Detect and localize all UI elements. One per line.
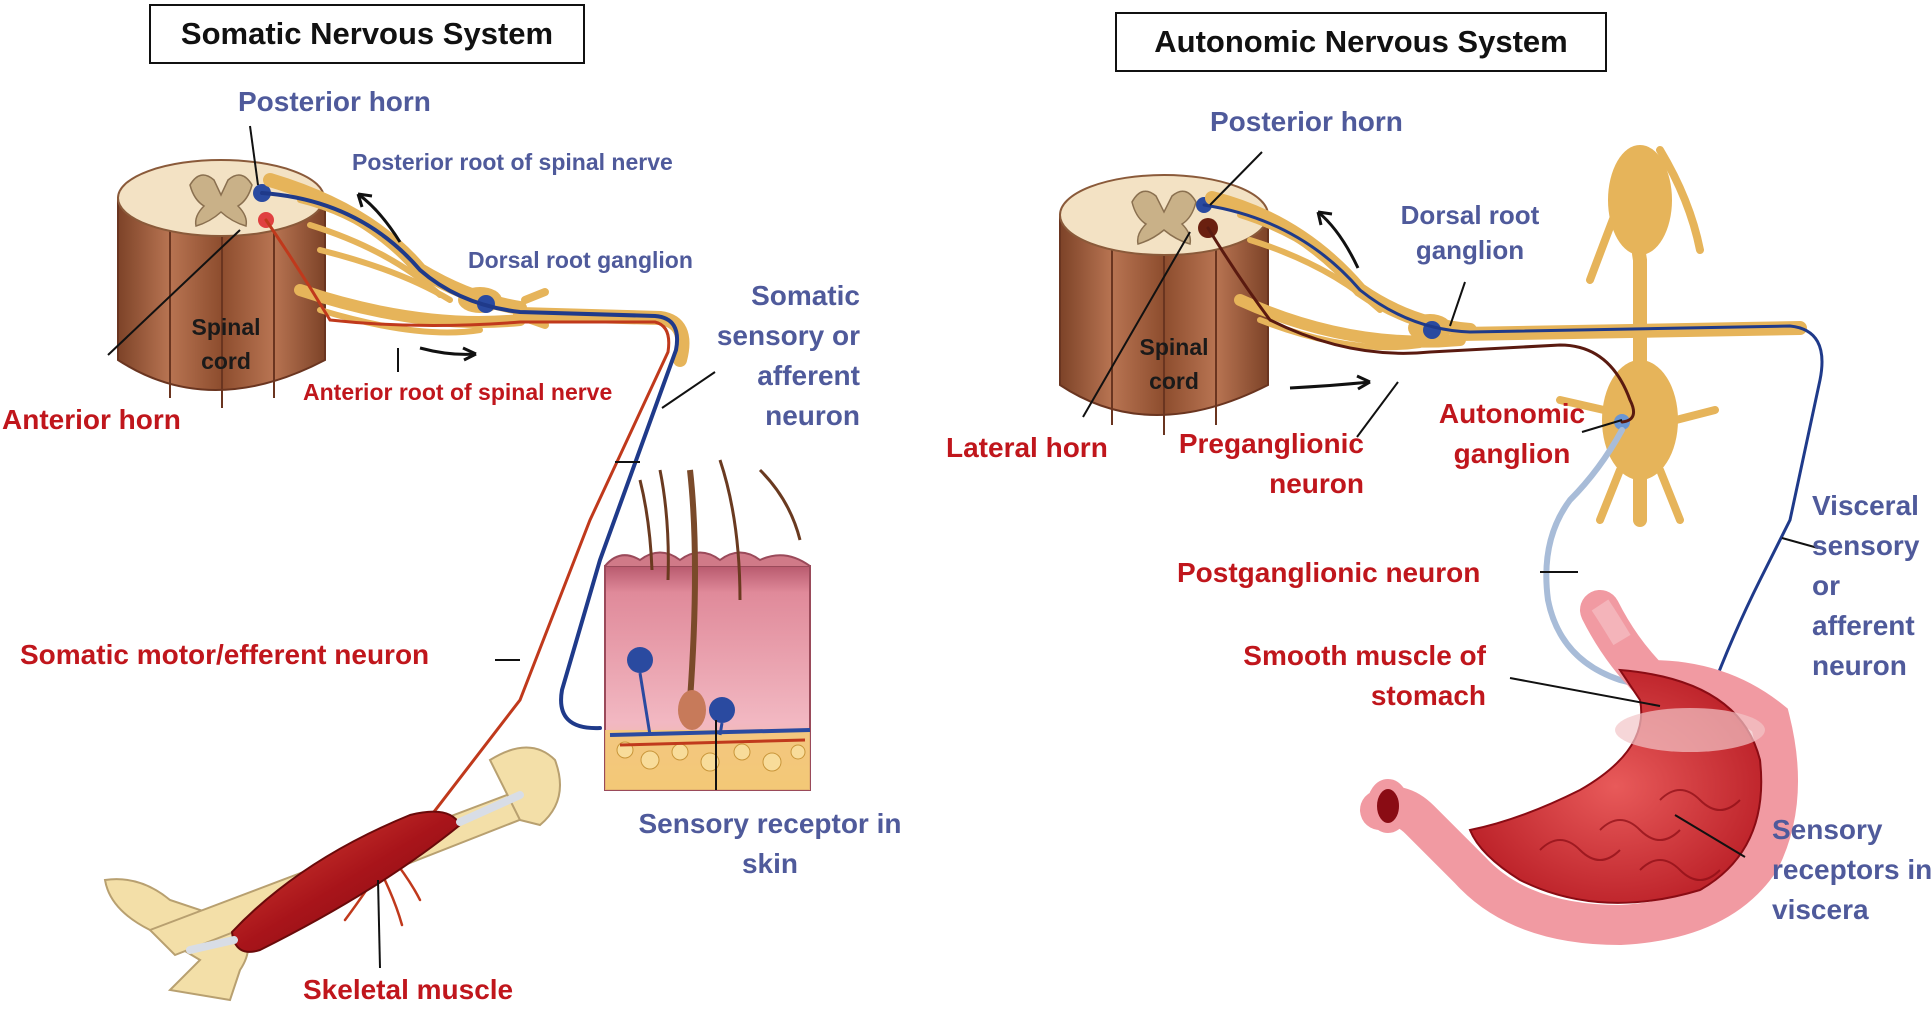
autonomic-arrows (1289, 210, 1371, 391)
sensory-receptor-skin-label: Sensory receptor in skin (620, 804, 920, 884)
skin-block (604, 459, 811, 791)
sensory-receptors-line-1: Sensory (1772, 814, 1883, 845)
visceral-line-3: or (1812, 570, 1840, 601)
smooth-muscle-line-1: Smooth muscle of (1243, 640, 1486, 671)
somatic-arrows (356, 192, 477, 362)
somatic-spinal-cord-line-1: Spinal (191, 314, 261, 340)
preganglionic-line-1: Preganglionic (1178, 428, 1364, 459)
somatic-sensory-neuron-line-4: neuron (765, 400, 860, 431)
sensory-receptors-line-3: viscera (1772, 894, 1869, 925)
somatic-motor-neuron-label: Somatic motor/efferent neuron (20, 639, 430, 670)
somatic-posterior-root-label: Posterior root of spinal nerve (352, 149, 673, 175)
stomach (1360, 590, 1798, 946)
autonomic-ganglion-line-2: ganglion (1453, 438, 1571, 469)
sensory-receptors-viscera-label: Sensory receptors in viscera (1772, 810, 1932, 930)
autonomic-title: Autonomic Nervous System (1115, 12, 1607, 72)
postganglionic-neuron-label: Postganglionic neuron (1177, 557, 1481, 588)
somatic-posterior-horn-label: Posterior horn (238, 86, 431, 117)
somatic-sensory-neuron-line-3: afferent (757, 360, 860, 391)
sensory-receptor-skin-line-1: Sensory receptor in (638, 808, 902, 839)
lateral-horn-label: Lateral horn (946, 432, 1108, 463)
visceral-line-1: Visceral (1812, 490, 1919, 521)
somatic-anterior-root-label: Anterior root of spinal nerve (303, 379, 613, 405)
somatic-anterior-horn-label: Anterior horn (2, 404, 181, 435)
leader-lines (107, 125, 1819, 969)
preganglionic-neuron-label: Preganglionic neuron (1150, 424, 1364, 504)
autonomic-spinal-nerve (1202, 145, 1824, 826)
somatic-spinal-cord-line-2: cord (201, 348, 251, 374)
visceral-line-4: afferent (1812, 610, 1915, 641)
skeletal-muscle-label: Skeletal muscle (303, 974, 514, 1005)
sensory-receptors-line-2: receptors in (1772, 854, 1932, 885)
autonomic-spinal-cord-line-1: Spinal (1139, 334, 1209, 360)
autonomic-ganglion-label: Autonomic ganglion (1412, 394, 1612, 474)
smooth-muscle-stomach-label: Smooth muscle of stomach (1216, 636, 1486, 716)
visceral-line-5: neuron (1812, 650, 1907, 681)
arm-and-skeletal-muscle (103, 746, 561, 1002)
autonomic-spinal-cord-line-2: cord (1149, 368, 1199, 394)
autonomic-dorsal-root-ganglion-line-1: Dorsal root (1400, 200, 1540, 230)
visceral-sensory-neuron-label: Visceral sensory or afferent neuron (1812, 486, 1919, 686)
smooth-muscle-line-2: stomach (1370, 680, 1486, 711)
somatic-sensory-neuron-line-2: sensory or (716, 320, 860, 351)
autonomic-dorsal-root-ganglion-line-2: ganglion (1415, 235, 1525, 265)
autonomic-dorsal-root-ganglion-label: Dorsal root ganglion (1390, 198, 1550, 268)
autonomic-spinal-cord-label: Spinal cord (1134, 330, 1214, 398)
autonomic-posterior-horn-label: Posterior horn (1210, 106, 1403, 137)
somatic-dorsal-root-ganglion-label: Dorsal root ganglion (468, 247, 693, 273)
somatic-sensory-neuron-line-1: Somatic (751, 280, 860, 311)
preganglionic-line-2: neuron (1269, 468, 1364, 499)
somatic-sensory-neuron-label: Somatic sensory or afferent neuron (700, 276, 860, 436)
somatic-spinal-cord-label: Spinal cord (186, 310, 266, 378)
autonomic-ganglion-line-1: Autonomic (1438, 398, 1586, 429)
visceral-line-2: sensory (1812, 530, 1920, 561)
somatic-title: Somatic Nervous System (149, 4, 585, 64)
sensory-receptor-skin-line-2: skin (741, 848, 799, 879)
